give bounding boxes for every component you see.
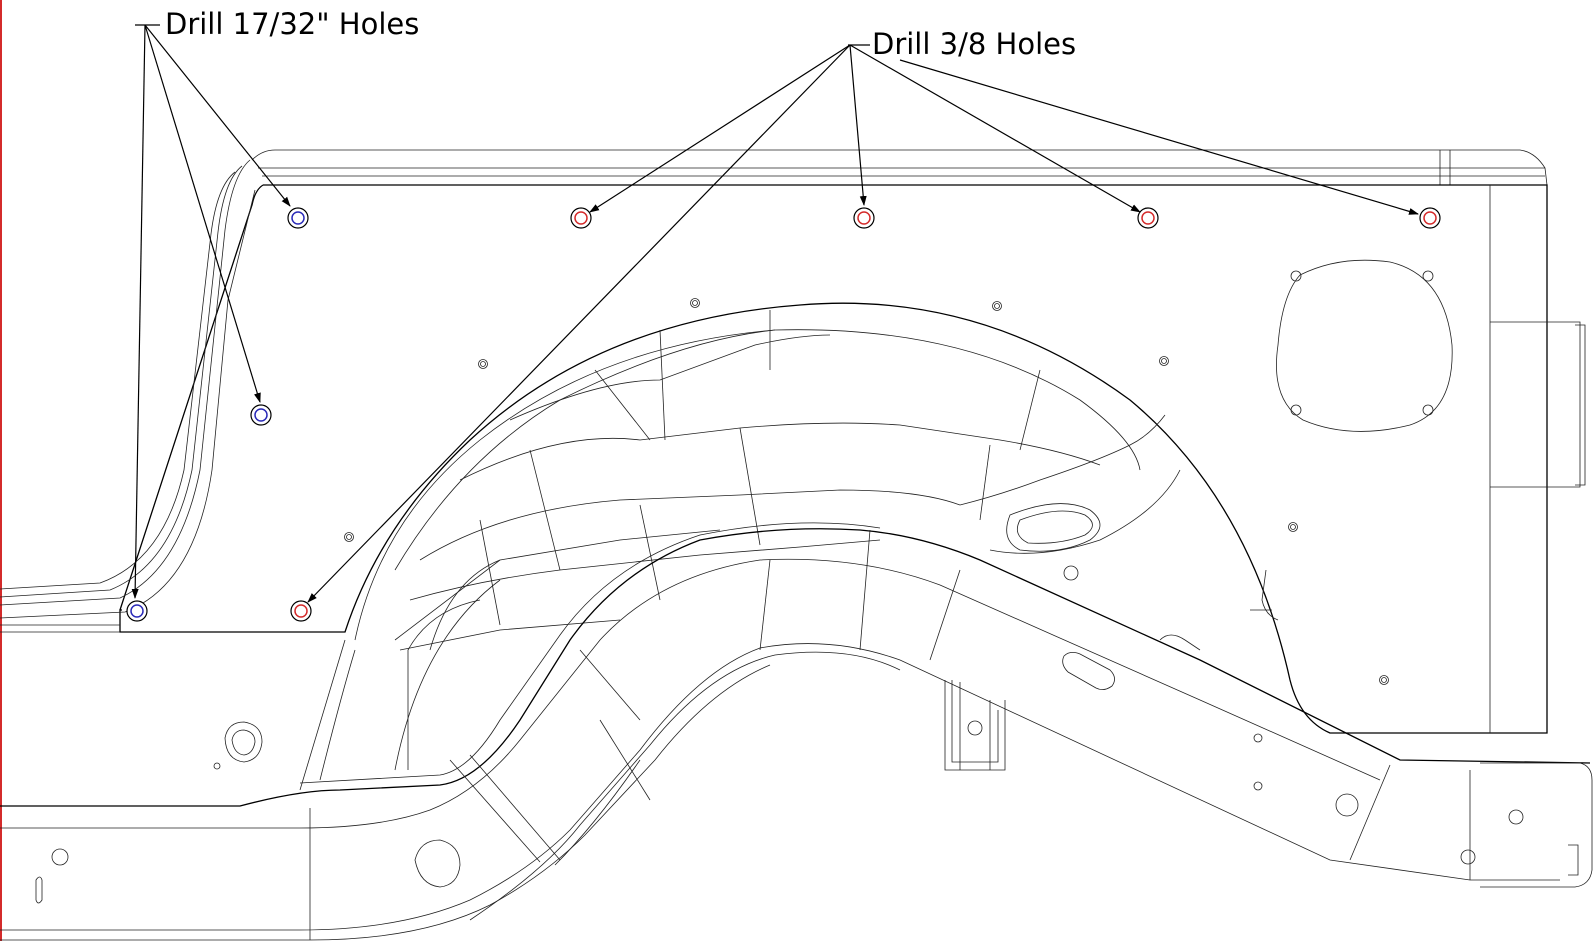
leader-line: [131, 24, 146, 599]
small-holes: [290, 207, 1441, 622]
leader-line: [307, 44, 851, 603]
small-hole-marker: [570, 207, 592, 229]
body-panel: [0, 149, 1586, 734]
leader-line: [144, 24, 291, 207]
large-holes-leaders: [131, 24, 291, 599]
leader-line: [849, 44, 867, 206]
large-hole-marker: [250, 404, 272, 426]
leader-line: [899, 59, 1419, 215]
small-holes-leaders: [307, 44, 1419, 603]
large-hole-marker: [126, 600, 148, 622]
small-holes-label: Drill 3/8 Holes: [872, 27, 1076, 61]
large-holes: [126, 207, 309, 622]
large-holes-label: Drill 17/32" Holes: [165, 7, 419, 41]
large-hole-marker: [287, 207, 309, 229]
leader-line: [849, 44, 1141, 213]
frame-rail: [0, 522, 1593, 941]
small-hole-marker: [1419, 207, 1441, 229]
small-hole-marker: [853, 207, 875, 229]
small-hole-marker: [290, 600, 312, 622]
leader-line: [589, 44, 851, 213]
small-hole-marker: [1137, 207, 1159, 229]
wheel-well-structure: [299, 310, 1181, 791]
leader-line: [144, 24, 261, 403]
